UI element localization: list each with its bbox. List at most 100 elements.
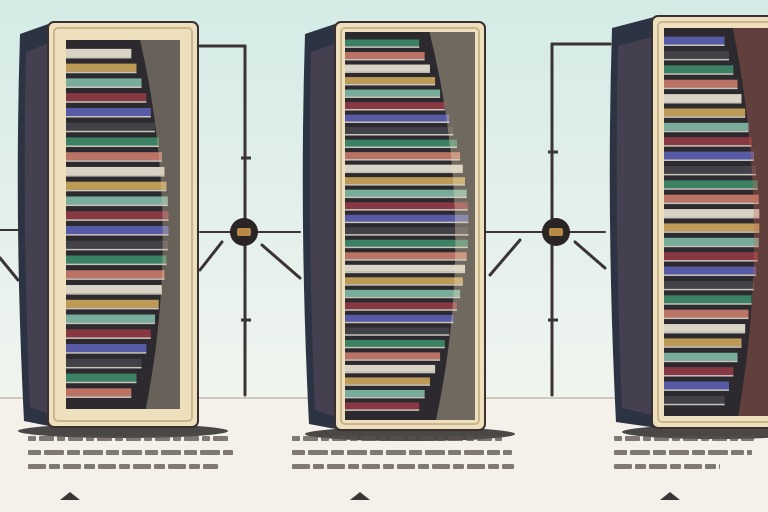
caption-scribble [625,436,640,441]
cabinet-shelf [345,327,450,335]
cabinet-shelf [66,137,159,146]
cabinet-shelf-edge [66,130,156,133]
caption-pointer [660,492,680,500]
caption-scribble [683,436,698,441]
cabinet-shelf [664,367,734,376]
cabinet-shelf-edge [66,322,156,325]
cabinet-shelf [345,189,467,197]
cabinet-shelf [345,339,445,347]
cabinet-shelf [664,237,759,246]
caption-scribble [614,436,622,441]
cabinet-shelf-edge [345,83,436,86]
cabinet-shelf [345,152,461,160]
center-cabinet [302,21,515,441]
cabinet-shelf [66,299,159,308]
cabinet-shelf-edge [66,396,132,398]
cabinet-shelf-edge [345,196,467,199]
cabinet-shelf [345,77,436,84]
cabinet-shelf-edge [664,102,742,104]
cabinet-shelf [345,364,436,372]
right-cabinet [609,15,768,439]
cabinet-shelf-edge [66,175,165,177]
cabinet-shelf-edge [345,284,463,286]
caption-scribble [684,464,702,469]
cabinet-shelf-edge [66,71,137,74]
cabinet-shelf [664,266,757,275]
caption-scribble [97,436,112,441]
connector-hub-band [237,228,251,236]
cabinet-shelf [664,180,758,189]
caption-scribble [379,436,387,441]
cabinet-shelf-edge [664,346,742,348]
caption-scribble [448,436,463,441]
cabinet-shelf-edge [66,263,167,266]
cabinet-shelf [664,194,759,203]
caption-scribble [63,464,81,469]
cabinet-shelf [345,277,463,285]
connector-line [0,256,20,282]
cabinet-shelf [66,166,165,176]
caption-scribble [144,436,152,441]
caption-scribble [84,464,95,469]
cabinet-shelf [664,295,752,304]
cabinet-shelf-edge [345,271,466,274]
caption-scribble [630,450,650,455]
cabinet-shelf-edge [66,160,162,162]
caption-scribble [730,436,738,441]
cabinet-shelf-edge [66,145,159,148]
caption-scribble [67,450,80,455]
cabinet-shelf [66,344,147,353]
caption-scribble [126,436,141,441]
cabinet-shelf [664,108,746,117]
cabinet-shelf [664,65,734,74]
cabinet-glass-sheen [429,32,475,420]
cabinet-shelf-edge [66,101,147,103]
cabinet-glass-sheen [732,28,768,416]
cabinet-shelf-edge [664,58,729,61]
caption-scribble [464,450,484,455]
cabinet-shelf-edge [345,371,436,374]
caption-scribble [362,464,380,469]
cabinet-shelf-edge [664,130,749,133]
caption-scribble [213,436,228,441]
caption-scribble [347,450,367,455]
cabinet-shelf-edge [345,321,454,324]
cabinet-shelf-edge [345,209,468,211]
cabinet-shelf-edge [66,189,167,192]
cabinet-shelf [66,255,167,264]
caption-scribble [390,436,405,441]
cabinet-shelf [66,240,168,249]
cabinet-shelf-edge [664,403,725,406]
caption-scribble [649,464,667,469]
caption-scribble [200,450,220,455]
caption-scribble [145,450,158,455]
cabinet-shelf [345,377,430,385]
caption-scribble [495,436,502,441]
cabinet-shelf [345,89,441,97]
caption-scribble [502,464,514,469]
cabinet-shelf [345,127,454,135]
caption-scribble [669,450,689,455]
caption-scribble [321,436,329,441]
caption-scribble [467,464,485,469]
caption-scribble [712,436,727,441]
cabinet-shelf-edge [664,216,760,219]
caption-scribble [122,450,142,455]
cabinet-shelf-edge [66,86,142,88]
cabinet-shelf [66,63,137,72]
caption-scribble [654,436,669,441]
cabinet-shelf-edge [664,116,746,118]
caption-scribble [168,464,186,469]
caption-scribble [44,450,64,455]
caption-scribble [292,450,305,455]
caption-pointer [60,492,80,500]
cabinet-shelf-edge [664,389,729,391]
cabinet-shelf-edge [345,121,450,123]
cabinet-shelf-edge [664,260,758,262]
cabinet-shelf [66,211,169,220]
caption-scribble [155,436,170,441]
cabinet-glass-sheen [140,40,180,409]
caption-scribble [432,464,450,469]
caption-scribble [487,450,500,455]
